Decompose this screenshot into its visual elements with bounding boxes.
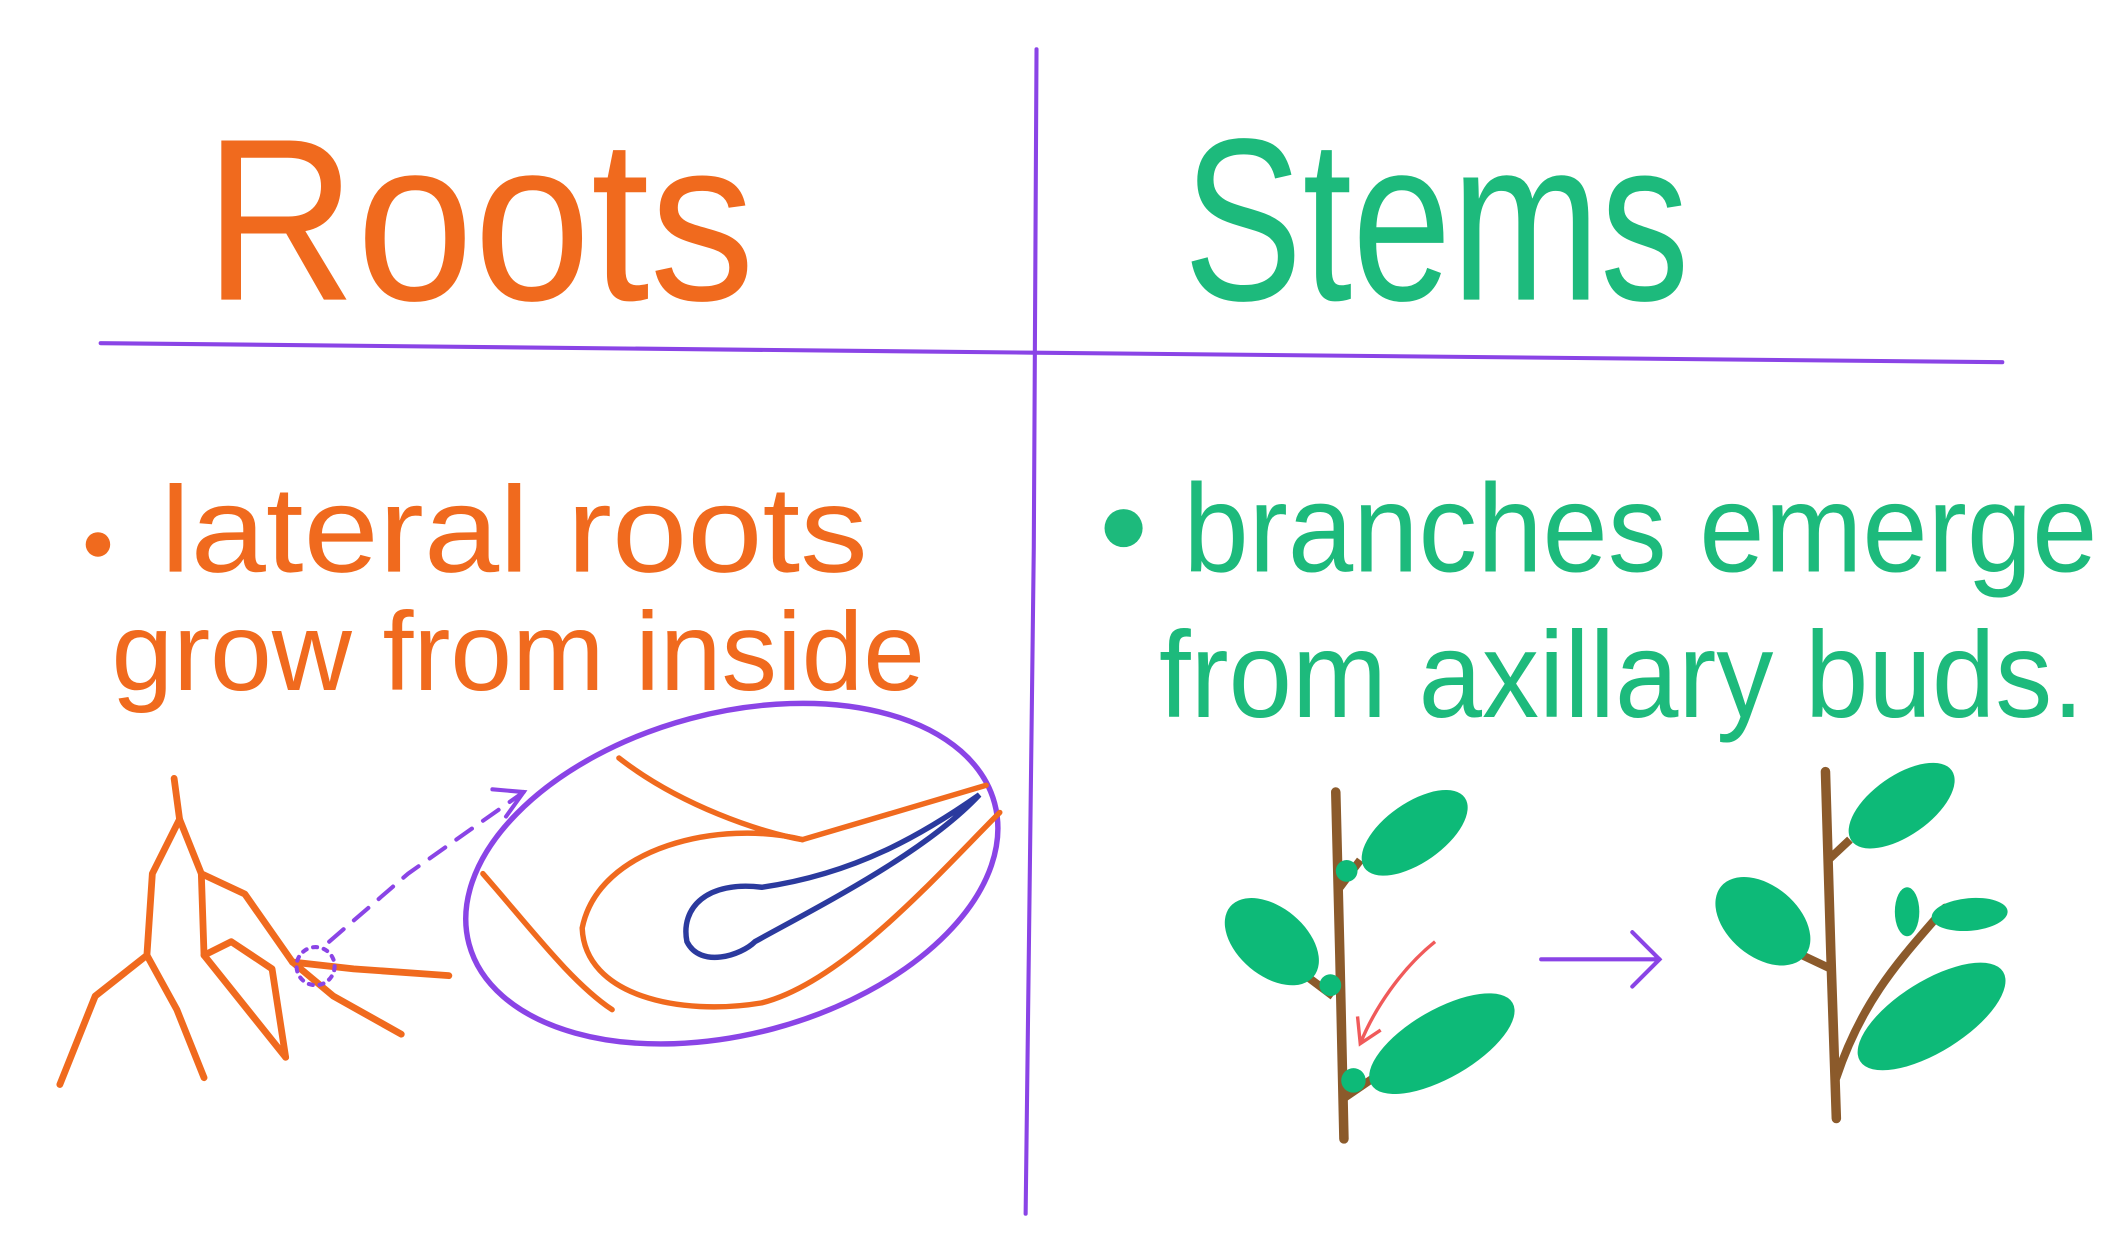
stem-with-axillary-buds-drawing (1224, 787, 1515, 1144)
transition-arrow (1539, 930, 1663, 989)
root-system-drawing (56, 775, 453, 1088)
roots-heading: Roots (204, 92, 755, 350)
roots-bullet-line1: lateral roots (161, 461, 868, 598)
stems-bullet-line2: from axillary buds. (1159, 606, 2084, 743)
vertical-divider (1023, 47, 1039, 1216)
stems-bullet-line1: branches emerge (1183, 459, 2097, 599)
stems-heading: Stems (1183, 92, 1689, 350)
roots-bullet (85, 532, 111, 557)
horizontal-divider (98, 341, 2005, 365)
root-cross-section-drawing (463, 700, 1003, 1047)
roots-bullet-line2: grow from inside (112, 589, 925, 714)
stem-with-branch-drawing (1715, 762, 2008, 1124)
zoom-callout-arrow (294, 787, 528, 988)
stems-bullet (1104, 509, 1143, 548)
